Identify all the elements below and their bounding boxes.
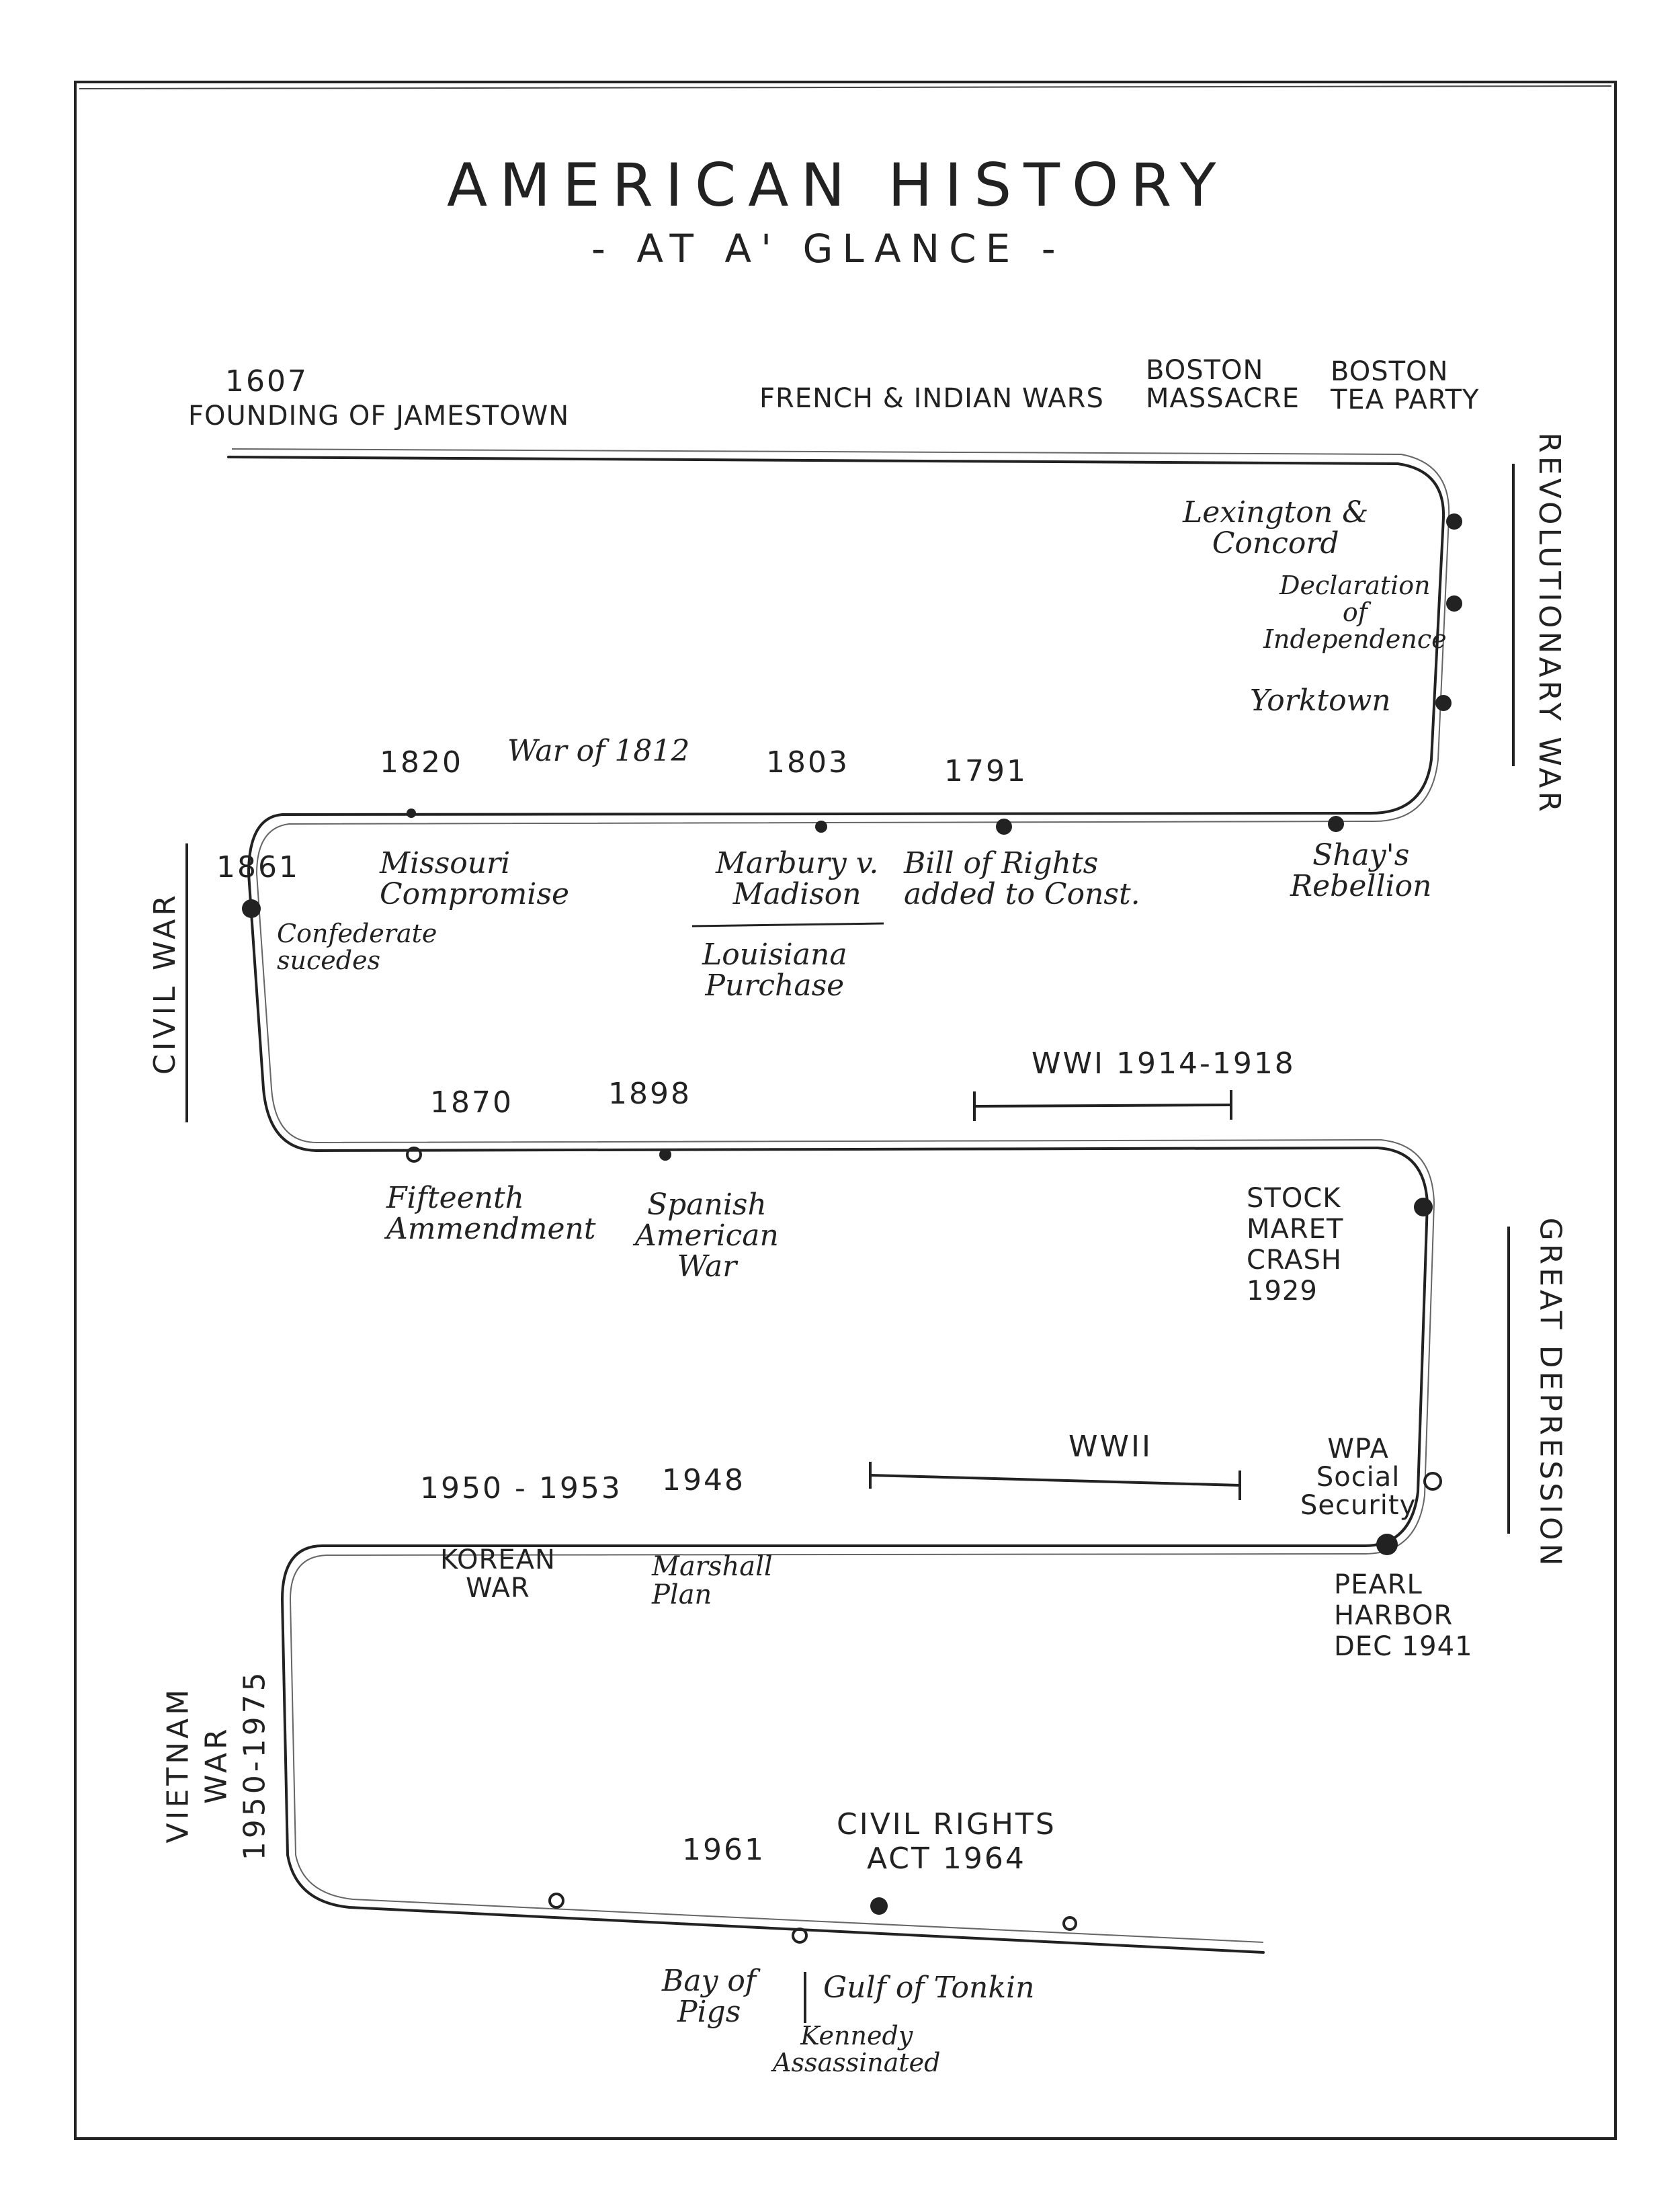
era-great-depression: GREAT DEPRESSION — [1533, 1217, 1568, 1569]
tonkin-label: Gulf of Tonkin — [823, 1971, 1035, 2005]
marker-yorktown — [1435, 695, 1452, 711]
declaration-label: Declaration of Independence — [1263, 571, 1447, 654]
fifteenth-year: 1870 — [430, 1085, 513, 1120]
kennedy-label: Kennedy Assassinated — [773, 2021, 941, 2077]
spanish-label: Spanish American War — [635, 1188, 779, 1284]
civil-war-year: 1861 — [216, 850, 300, 884]
marker-civil-rights — [870, 1897, 888, 1915]
bay-of-pigs-label: Bay of Pigs — [662, 1964, 757, 2030]
page-title: AMERICAN HISTORY — [447, 151, 1228, 220]
page-subtitle: - AT A' GLANCE - — [591, 226, 1065, 272]
era-civil-war: CIVIL WAR — [147, 892, 182, 1075]
marker-bill-of-rights — [996, 819, 1012, 835]
timeline-path-sketch — [231, 448, 1450, 1943]
louisiana-label: Louisiana Purchase — [702, 938, 847, 1003]
louisiana-divider — [691, 922, 884, 927]
marker-lexington — [1446, 513, 1462, 530]
confederate-label: Confederate sucedes — [277, 919, 437, 975]
korean-label: KOREAN WAR — [440, 1544, 556, 1604]
wpa-label: WPA Social Security — [1300, 1434, 1417, 1521]
lexington-label: Lexington & Concord — [1183, 495, 1369, 561]
bill-of-rights-year: 1791 — [944, 754, 1027, 788]
boston-tea-party-label: BOSTON TEA PARTY — [1331, 356, 1480, 415]
boston-massacre-label: BOSTON MASSACRE — [1146, 355, 1300, 414]
bay-of-pigs-year: 1961 — [682, 1833, 765, 1867]
marker-kennedy — [792, 1928, 808, 1944]
jamestown-label: FOUNDING OF JAMESTOWN — [188, 401, 570, 431]
page-border — [74, 81, 1617, 2140]
shays-label: Shay's Rebellion — [1290, 838, 1432, 904]
marker-spanish — [659, 1149, 671, 1161]
marker-missouri — [407, 809, 416, 818]
missouri-label: Missouri Compromise — [380, 846, 569, 912]
marker-tonkin — [1062, 1916, 1077, 1931]
fifteenth-label: Fifteenth Ammendment — [386, 1181, 596, 1247]
wwi-span — [974, 1104, 1232, 1108]
missouri-year: 1820 — [380, 745, 463, 780]
marker-shays — [1328, 816, 1344, 832]
yorktown-label: Yorktown — [1250, 684, 1391, 718]
marshall-year: 1948 — [662, 1463, 745, 1497]
era-vietnam-war: VIETNAM WAR 1950-1975 — [161, 1669, 273, 1861]
jamestown-year: 1607 — [225, 364, 308, 399]
french-indian-label: FRENCH & INDIAN WARS — [759, 383, 1104, 414]
era-revolutionary-war: REVOLUTIONARY WAR — [1531, 432, 1566, 815]
marker-bay-of-pigs — [548, 1893, 564, 1909]
marker-marbury — [815, 821, 827, 833]
marker-declaration — [1446, 595, 1462, 612]
marshall-label: Marshall Plan — [652, 1551, 773, 1610]
marker-stock-crash — [1414, 1198, 1433, 1216]
wwii-span — [870, 1474, 1241, 1487]
civil-rights-label: CIVIL RIGHTS ACT 1964 — [837, 1807, 1056, 1876]
wwii-label: WWII — [1068, 1430, 1152, 1464]
marker-civil-war — [242, 899, 261, 918]
timeline-path — [227, 456, 1445, 1954]
marbury-label: Marbury v. Madison — [716, 846, 879, 912]
bill-of-rights-label: Bill of Rights added to Const. — [904, 846, 1140, 912]
spanish-year: 1898 — [608, 1077, 691, 1111]
marbury-year: 1803 — [766, 745, 849, 780]
pearl-harbor-label: PEARL HARBOR DEC 1941 — [1334, 1569, 1473, 1662]
war-1812-label: War of 1812 — [507, 734, 690, 768]
marker-wpa — [1423, 1472, 1442, 1491]
stock-crash-label: STOCK MARET CRASH 1929 — [1247, 1183, 1344, 1307]
korean-year: 1950 - 1953 — [420, 1471, 622, 1505]
page-border-sketch — [79, 85, 1612, 89]
marker-pearl-harbor — [1376, 1534, 1398, 1555]
wwi-label: WWI 1914-1918 — [1032, 1046, 1296, 1081]
marker-fifteenth — [406, 1147, 422, 1163]
